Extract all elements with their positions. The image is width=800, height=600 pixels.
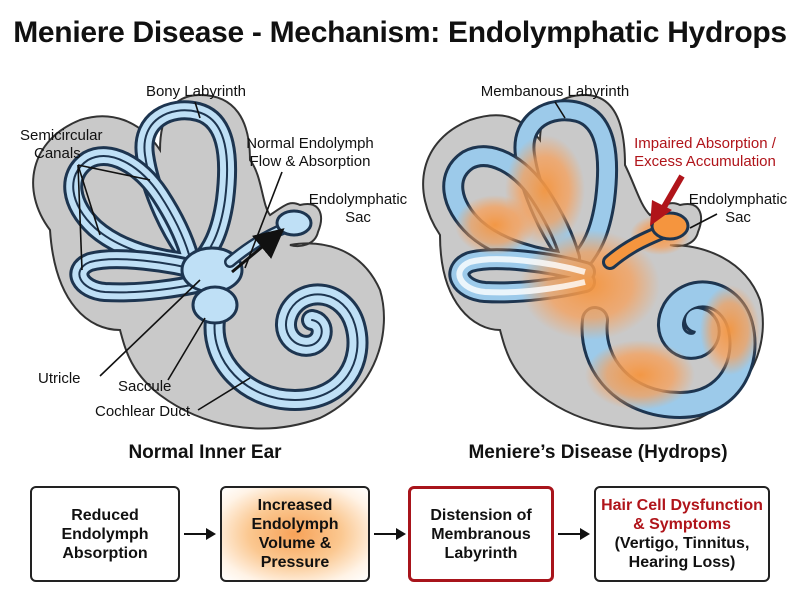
flow-step-3-line-0: (Vertigo, Tinnitus, — [614, 535, 750, 552]
leader-lines-right — [554, 101, 718, 229]
flow-step-3-red-line-1: & Symptoms — [633, 516, 731, 533]
flow-step-0-line-0: Reduced — [71, 506, 139, 524]
label-utricle: Utricle — [38, 370, 81, 387]
label-sac-right-2: Sac — [725, 209, 751, 226]
label-sac-right-1: Endolymphatic — [689, 191, 788, 208]
caption-normal: Normal Inner Ear — [128, 442, 282, 463]
label-normal-flow-2: Flow & Absorption — [250, 153, 371, 170]
label-semicircular-1: Semicircular — [20, 127, 103, 144]
flow-arrow-2 — [374, 528, 406, 540]
label-membranous: Membanous Labyrinth — [481, 83, 629, 100]
label-normal-flow-1: Normal Endolymph — [246, 135, 374, 152]
flow-step-1-line-1: Endolymph — [251, 516, 339, 533]
flow-step-0-line-1: Endolymph — [61, 525, 149, 543]
flow-arrow-1 — [184, 528, 216, 540]
flow-step-1-line-2: Volume & — [258, 535, 332, 552]
inner-ear-diagram: Bony Labyrinth Semicircular Canals Norma… — [20, 83, 788, 463]
label-impaired-1: Impaired Absorption / — [634, 135, 777, 152]
flow-step-hair-cell-dysfunction: Hair Cell Dysfunction & Symptoms (Vertigo,… — [594, 486, 770, 582]
label-saccule: Saccule — [118, 378, 171, 395]
label-cochlear-duct: Cochlear Duct — [95, 403, 191, 420]
label-bony-labyrinth: Bony Labyrinth — [146, 83, 246, 100]
flow-step-1-line-0: Increased — [257, 497, 333, 514]
flow-step-2-line-2: Labyrinth — [444, 544, 518, 562]
leader-lines-left — [77, 101, 283, 411]
normal-inner-ear: Bony Labyrinth Semicircular Canals Norma… — [20, 83, 408, 463]
flow-step-1-line-3: Pressure — [260, 554, 330, 571]
label-sac-left-2: Sac — [345, 209, 371, 226]
flow-step-3-red-line-0: Hair Cell Dysfunction — [601, 497, 763, 514]
flow-arrow-3 — [558, 528, 590, 540]
label-impaired-2: Excess Accumulation — [634, 153, 776, 170]
label-sac-left-1: Endolymphatic — [309, 191, 408, 208]
flow-arrow — [231, 228, 285, 274]
flow-step-2-line-0: Distension of — [430, 506, 532, 524]
flow-step-2-line-1: Membranous — [431, 525, 531, 543]
impaired-arrow — [650, 174, 685, 226]
flow-step-3-line-1: Hearing Loss) — [628, 554, 736, 571]
page-title: Meniere Disease - Mechanism: Endolymphat… — [13, 16, 787, 49]
hydrops-inner-ear: Membanous Labyrinth Impaired Absorption … — [422, 83, 788, 463]
label-semicircular-2: Canals — [34, 145, 81, 162]
caption-hydrops: Meniere’s Disease (Hydrops) — [468, 442, 727, 463]
cochlear-duct — [203, 283, 369, 412]
flow-step-0-line-2: Absorption — [62, 544, 148, 562]
endolymphatic-sac-right — [602, 211, 690, 270]
